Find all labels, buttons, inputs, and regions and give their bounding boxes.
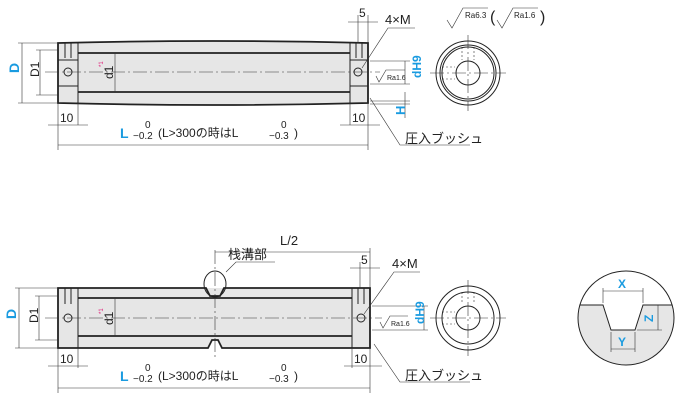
dim-Z-label: Z xyxy=(642,315,656,322)
roughness-inner: Ra1.6 xyxy=(391,321,410,328)
dim-half-L-label: L/2 xyxy=(280,233,298,248)
dim-10-right: 10 xyxy=(354,352,368,366)
dim-5-label: 5 xyxy=(359,6,366,20)
paren-open: ( xyxy=(490,9,496,26)
roughness-paren: Ra1.6 xyxy=(514,11,536,20)
bottom-end-view xyxy=(430,280,506,356)
top-side-view: D D1 d1 *1 5 4×M Ra1.6 dH9 H 10 10 L 0 −… xyxy=(6,6,483,150)
length-note: (L>300の時はL xyxy=(158,369,239,383)
top-end-view: Ra6.3 ( Ra1.6 ) xyxy=(430,7,545,111)
roughness-inner: Ra1.6 xyxy=(387,75,406,82)
length-note-close: ) xyxy=(294,369,298,383)
tolerance-lower: −0.2 xyxy=(133,374,153,385)
groove-callout-circle xyxy=(203,270,227,298)
dim-H-label: H xyxy=(393,106,408,115)
dim-Y-label: Y xyxy=(618,335,626,349)
tolerance2-upper: 0 xyxy=(281,363,287,374)
groove-detail-view: X Y Z xyxy=(577,270,675,366)
dim-D-label: D xyxy=(6,63,22,73)
dim-10-left: 10 xyxy=(60,111,74,125)
groove-label: 栈溝部 xyxy=(228,247,267,262)
dim-10-right: 10 xyxy=(352,111,366,125)
tolerance-upper: 0 xyxy=(145,363,151,374)
tolerance-upper: 0 xyxy=(145,120,151,131)
tolerance-lower: −0.2 xyxy=(133,131,153,142)
dim-5-label: 5 xyxy=(361,253,368,267)
dim-d1-label: d1 xyxy=(102,311,116,325)
roughness-general: Ra6.3 xyxy=(465,11,487,20)
thread-label: 4×M xyxy=(385,12,411,27)
note-mark: *1 xyxy=(99,308,105,314)
bottom-side-view: L/2 栈溝部 D D1 d1 *1 5 4×M Ra1.6 dH9 10 10… xyxy=(3,233,483,393)
length-L-label: L xyxy=(120,368,129,384)
dim-d1-label: d1 xyxy=(102,65,116,79)
dim-X-label: X xyxy=(618,277,626,291)
dim-dH9-label: dH9 xyxy=(413,301,427,324)
bushing-label: 圧入ブッシュ xyxy=(405,368,483,383)
thread-label: 4×M xyxy=(392,256,418,271)
dim-D1-label: D1 xyxy=(27,307,41,323)
dim-dH9-label: dH9 xyxy=(410,55,424,78)
dim-D1-label: D1 xyxy=(28,61,42,77)
paren-close: ) xyxy=(540,9,545,26)
tolerance2-lower: −0.3 xyxy=(269,374,289,385)
dim-D-label: D xyxy=(3,309,19,319)
bushing-label: 圧入ブッシュ xyxy=(405,131,483,146)
length-note-close: ) xyxy=(294,126,298,140)
tolerance2-upper: 0 xyxy=(281,120,287,131)
tolerance2-lower: −0.3 xyxy=(269,131,289,142)
dim-10-left: 10 xyxy=(60,352,74,366)
length-note: (L>300の時はL xyxy=(158,126,239,140)
length-L-label: L xyxy=(120,125,129,141)
note-mark: *1 xyxy=(99,61,105,67)
